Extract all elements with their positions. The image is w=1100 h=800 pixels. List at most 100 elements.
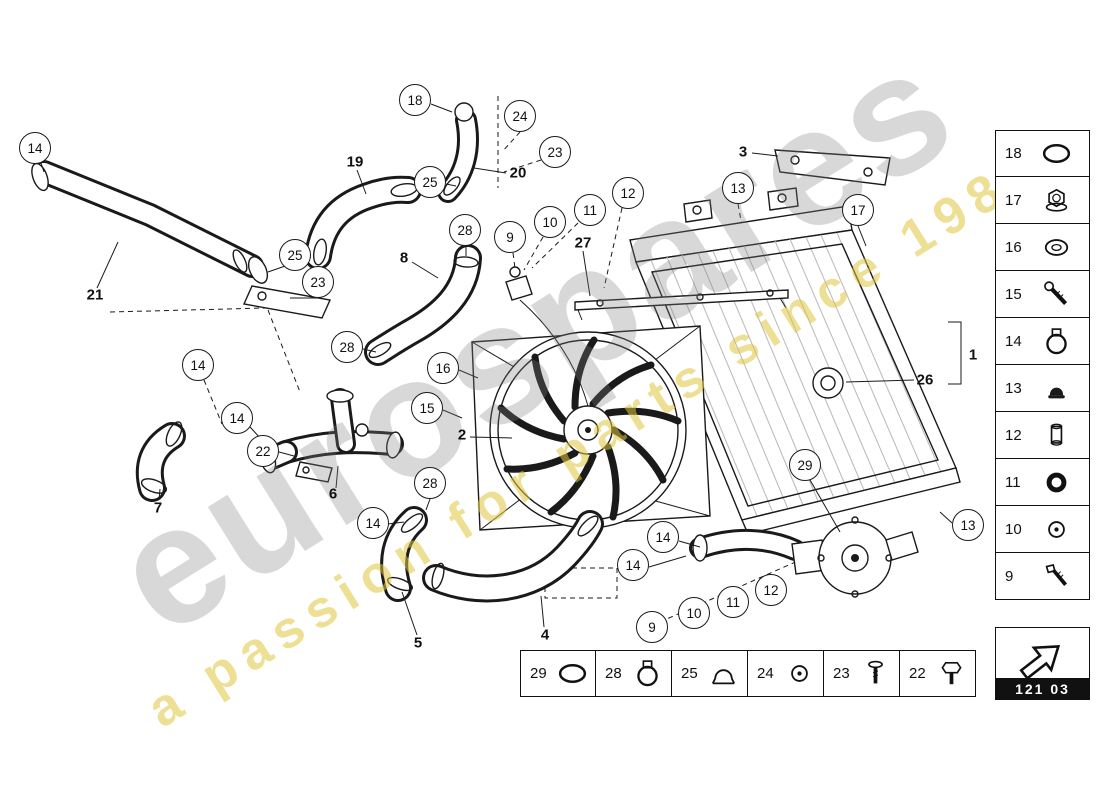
callout-10[interactable]: 10 <box>678 597 710 629</box>
part-number: 23 <box>833 665 850 682</box>
callout-13[interactable]: 13 <box>952 509 984 541</box>
o-ring-icon <box>1029 137 1084 170</box>
grommet-icon <box>1029 466 1084 499</box>
sidebar-part-11[interactable]: 11 <box>995 459 1090 506</box>
callout-14[interactable]: 14 <box>357 507 389 539</box>
diagram-code-box: 121 03 <box>995 627 1090 700</box>
sidebar-part-15[interactable]: 15 <box>995 271 1090 318</box>
part-number: 17 <box>1005 191 1022 209</box>
part-number: 22 <box>909 665 926 682</box>
callout-29[interactable]: 29 <box>789 449 821 481</box>
callout-9[interactable]: 9 <box>636 611 668 643</box>
hose-clamp-icon <box>629 657 666 690</box>
part-number: 9 <box>1005 567 1014 585</box>
sidebar-part-10[interactable]: 10 <box>995 506 1090 553</box>
callout-23[interactable]: 23 <box>539 136 571 168</box>
callout-22[interactable]: 22 <box>247 435 279 467</box>
part-label-7: 7 <box>153 499 163 517</box>
callout-14[interactable]: 14 <box>647 521 679 553</box>
part-number: 12 <box>1005 426 1022 444</box>
diagram-code: 121 03 <box>996 678 1089 699</box>
part-label-2: 2 <box>457 426 467 444</box>
hose-clamp-icon <box>1029 325 1084 358</box>
part-number: 10 <box>1005 520 1022 538</box>
support-bracket-27 <box>574 289 789 321</box>
sidebar-part-12[interactable]: 12 <box>995 412 1090 459</box>
sidebar-part-17[interactable]: 17 <box>995 177 1090 224</box>
coolant-hose-4 <box>422 510 604 603</box>
part-number: 14 <box>1005 332 1022 350</box>
flange-nut-icon <box>1029 184 1084 217</box>
callout-9[interactable]: 9 <box>494 221 526 253</box>
sidebar-part-16[interactable]: 16 <box>995 224 1090 271</box>
part-label-5: 5 <box>413 634 423 652</box>
legend-part-22[interactable]: 22 <box>900 650 976 697</box>
callout-11[interactable]: 11 <box>574 194 606 226</box>
callout-11[interactable]: 11 <box>717 586 749 618</box>
callout-14[interactable]: 14 <box>221 402 253 434</box>
callout-10[interactable]: 10 <box>534 206 566 238</box>
callout-12[interactable]: 12 <box>755 574 787 606</box>
callout-28[interactable]: 28 <box>331 331 363 363</box>
part-number: 18 <box>1005 145 1022 162</box>
mounting-bracket-3 <box>774 149 891 186</box>
bolt-icon <box>1029 560 1084 593</box>
part-number: 28 <box>605 665 622 682</box>
radiator-filler-cap <box>812 367 844 399</box>
callout-14[interactable]: 14 <box>19 132 51 164</box>
water-pump-assembly <box>689 516 919 598</box>
callout-12[interactable]: 12 <box>612 177 644 209</box>
callout-18[interactable]: 18 <box>399 84 431 116</box>
cooling-fan <box>471 266 711 531</box>
callout-15[interactable]: 15 <box>411 392 443 424</box>
part-label-19: 19 <box>346 153 364 171</box>
sleeve-icon <box>1029 419 1084 452</box>
legend-part-28[interactable]: 28 <box>596 650 672 697</box>
callout-28[interactable]: 28 <box>449 214 481 246</box>
coolant-hose-8 <box>364 244 482 366</box>
part-label-26: 26 <box>916 371 934 389</box>
legend-part-25[interactable]: 25 <box>672 650 748 697</box>
callout-14[interactable]: 14 <box>617 549 649 581</box>
legend-part-29[interactable]: 29 <box>520 650 596 697</box>
fan-motor-wire <box>519 299 589 407</box>
small-washer-icon <box>1029 513 1084 546</box>
callout-28[interactable]: 28 <box>414 467 446 499</box>
part-number: 13 <box>1005 379 1022 397</box>
coolant-hose-7 <box>135 421 186 502</box>
part-label-1: 1 <box>968 346 978 364</box>
callout-17[interactable]: 17 <box>842 194 874 226</box>
callout-16[interactable]: 16 <box>427 352 459 384</box>
part-label-21: 21 <box>86 286 104 304</box>
part-label-27: 27 <box>574 234 592 252</box>
callout-23[interactable]: 23 <box>302 266 334 298</box>
part-number: 24 <box>757 665 774 682</box>
legend-row: 29 28 25 24 23 22 <box>520 650 976 697</box>
sidebar-part-14[interactable]: 14 <box>995 318 1090 365</box>
coolant-hose-5 <box>380 506 428 602</box>
part-number: 29 <box>530 665 547 682</box>
callout-13[interactable]: 13 <box>722 172 754 204</box>
part-label-3: 3 <box>738 143 748 161</box>
legend-part-24[interactable]: 24 <box>748 650 824 697</box>
bleed-valve-18 <box>454 102 474 122</box>
sidebar-part-9[interactable]: 9 <box>995 553 1090 600</box>
part-number: 25 <box>681 665 698 682</box>
direction-arrow-icon <box>996 628 1089 678</box>
callout-24[interactable]: 24 <box>504 100 536 132</box>
part-label-20: 20 <box>509 164 527 182</box>
fan-connector <box>505 275 533 301</box>
legend-part-23[interactable]: 23 <box>824 650 900 697</box>
part-label-4: 4 <box>540 626 550 644</box>
part-number: 16 <box>1005 238 1022 256</box>
callout-14[interactable]: 14 <box>182 349 214 381</box>
callout-25[interactable]: 25 <box>279 239 311 271</box>
o-ring-icon <box>554 657 590 690</box>
sidebar-part-18[interactable]: 18 <box>995 130 1090 177</box>
sidebar-part-13[interactable]: 13 <box>995 365 1090 412</box>
part-label-6: 6 <box>328 485 338 503</box>
coolant-pipe-20 <box>437 102 479 203</box>
callout-25[interactable]: 25 <box>414 166 446 198</box>
